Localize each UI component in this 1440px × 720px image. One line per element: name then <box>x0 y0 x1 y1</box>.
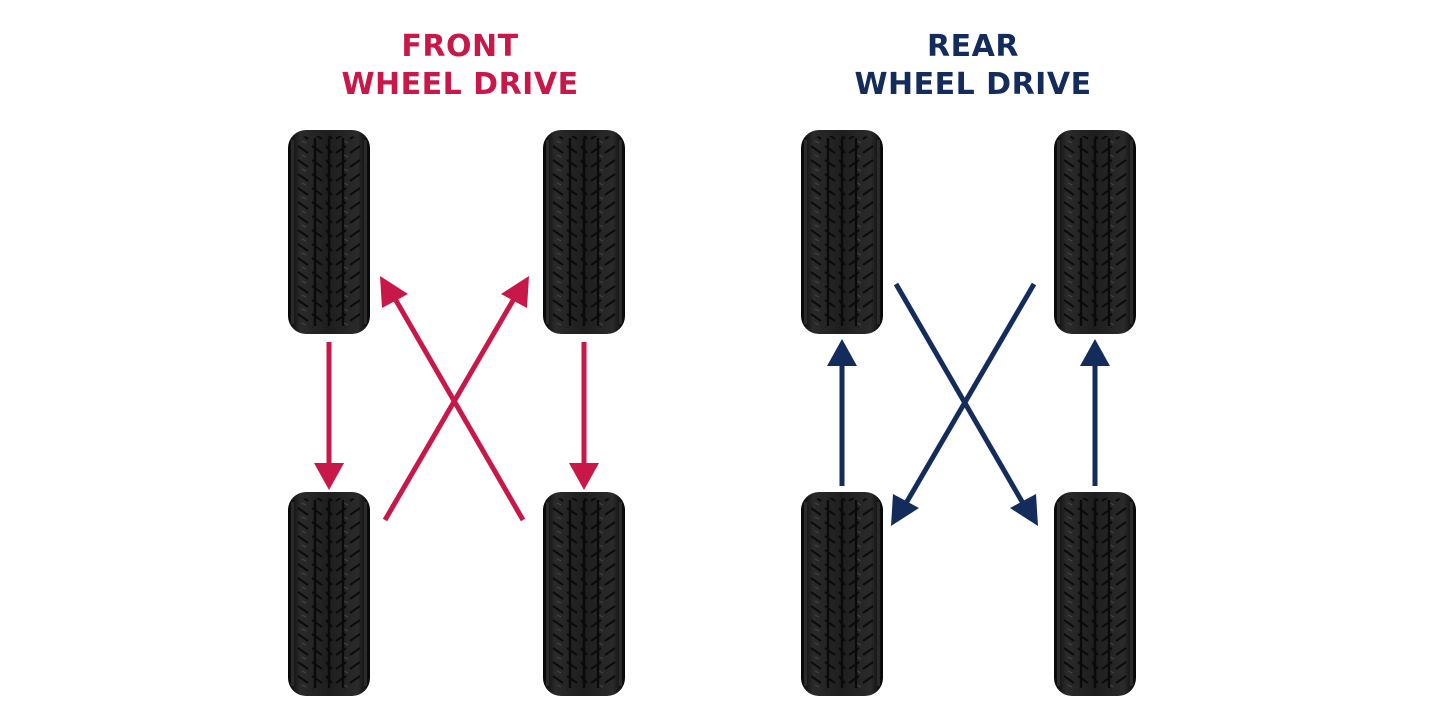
front-arrow-left-down <box>314 342 344 490</box>
front-tire-bottom-left <box>286 490 372 698</box>
front-tire-top-right <box>541 128 627 336</box>
front-arrow-diagonal-to-top-right <box>382 276 529 522</box>
rear-arrow-diagonal-to-bottom-right <box>893 282 1038 526</box>
front-arrow-diagonal-to-top-left <box>380 276 526 522</box>
rear-title-line2: WHEEL DRIVE <box>854 67 1092 102</box>
front-title-line1: FRONT <box>401 29 519 64</box>
front-rotation-arrows <box>314 276 599 522</box>
front-wheel-drive-title: FRONT WHEEL DRIVE <box>250 28 670 104</box>
front-tire-top-left <box>286 128 372 336</box>
rear-arrow-right-up <box>1080 339 1110 486</box>
rear-arrow-diagonal-to-bottom-left <box>891 282 1037 526</box>
rear-tire-top-right <box>1052 128 1138 336</box>
front-tire-bottom-right <box>541 490 627 698</box>
rear-tire-bottom-left <box>799 490 885 698</box>
rear-tire-bottom-right <box>1052 490 1138 698</box>
front-arrow-right-down <box>569 342 599 490</box>
rear-rotation-arrows <box>827 282 1110 526</box>
rear-tire-top-left <box>799 128 885 336</box>
rear-arrow-left-up <box>827 339 857 486</box>
front-title-line2: WHEEL DRIVE <box>341 67 579 102</box>
rear-title-line1: REAR <box>927 29 1019 64</box>
rear-wheel-drive-title: REAR WHEEL DRIVE <box>763 28 1183 104</box>
